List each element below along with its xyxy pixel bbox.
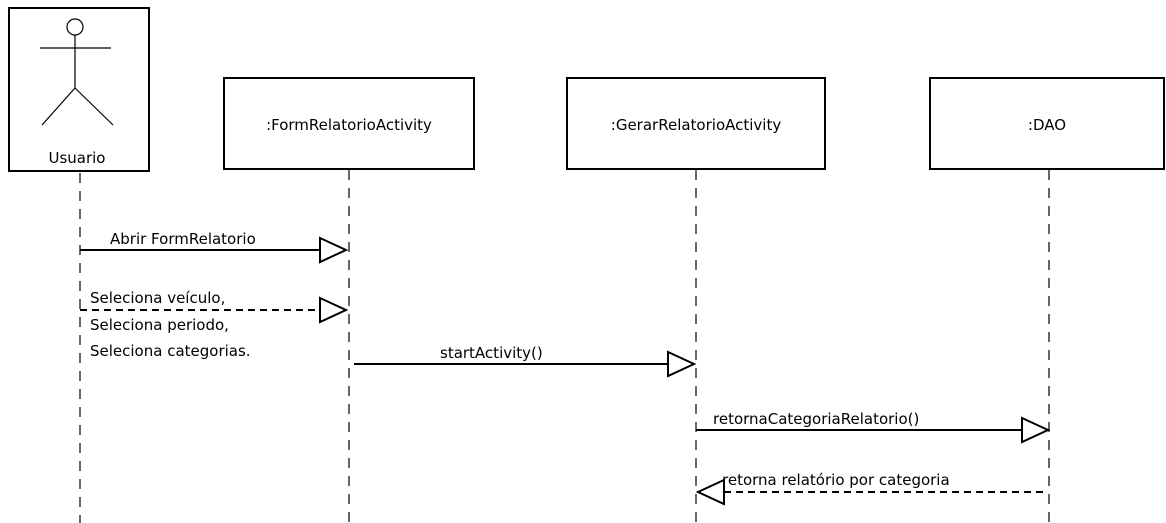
- message-abrir-form-relatorio: Abrir FormRelatorio: [80, 230, 349, 264]
- open-arrowhead-icon: [1021, 416, 1051, 444]
- message-label-line: Seleciona categorias.: [90, 342, 251, 360]
- open-arrowhead-icon: [667, 350, 697, 378]
- message-label: startActivity(): [440, 344, 543, 362]
- object-box: [566, 77, 826, 170]
- message-label: retornaCategoriaRelatorio(): [713, 410, 919, 428]
- participant-gerar-relatorio-activity: :GerarRelatorioActivity: [566, 77, 826, 170]
- message-label: retorna relatório por categoria: [722, 471, 950, 489]
- open-arrowhead-icon: [319, 296, 349, 324]
- object-label: :GerarRelatorioActivity: [611, 116, 782, 134]
- open-arrowhead-icon: [319, 236, 349, 264]
- message-retorna-categoria-relatorio: retornaCategoriaRelatorio(): [696, 410, 1051, 444]
- message-label: Abrir FormRelatorio: [110, 230, 256, 248]
- participant-form-relatorio-activity: :FormRelatorioActivity: [223, 77, 475, 170]
- message-retorna-relatorio-por-categoria: retorna relatório por categoria: [695, 471, 1048, 506]
- participant-usuario: Usuario: [8, 7, 150, 172]
- message-label-line: Seleciona periodo,: [90, 316, 229, 334]
- object-box: [929, 77, 1165, 170]
- stick-figure-icon: [40, 18, 114, 126]
- object-box: [223, 77, 475, 170]
- object-label: :DAO: [1028, 116, 1066, 134]
- message-seleciona: Seleciona veículo, Seleciona periodo, Se…: [80, 289, 349, 360]
- message-start-activity: startActivity(): [354, 344, 697, 378]
- actor-label: Usuario: [48, 149, 105, 167]
- actor-box: [8, 7, 150, 172]
- open-arrowhead-icon: [695, 478, 725, 506]
- participant-dao: :DAO: [929, 77, 1165, 170]
- object-label: :FormRelatorioActivity: [266, 116, 432, 134]
- message-label-line: Seleciona veículo,: [90, 289, 225, 307]
